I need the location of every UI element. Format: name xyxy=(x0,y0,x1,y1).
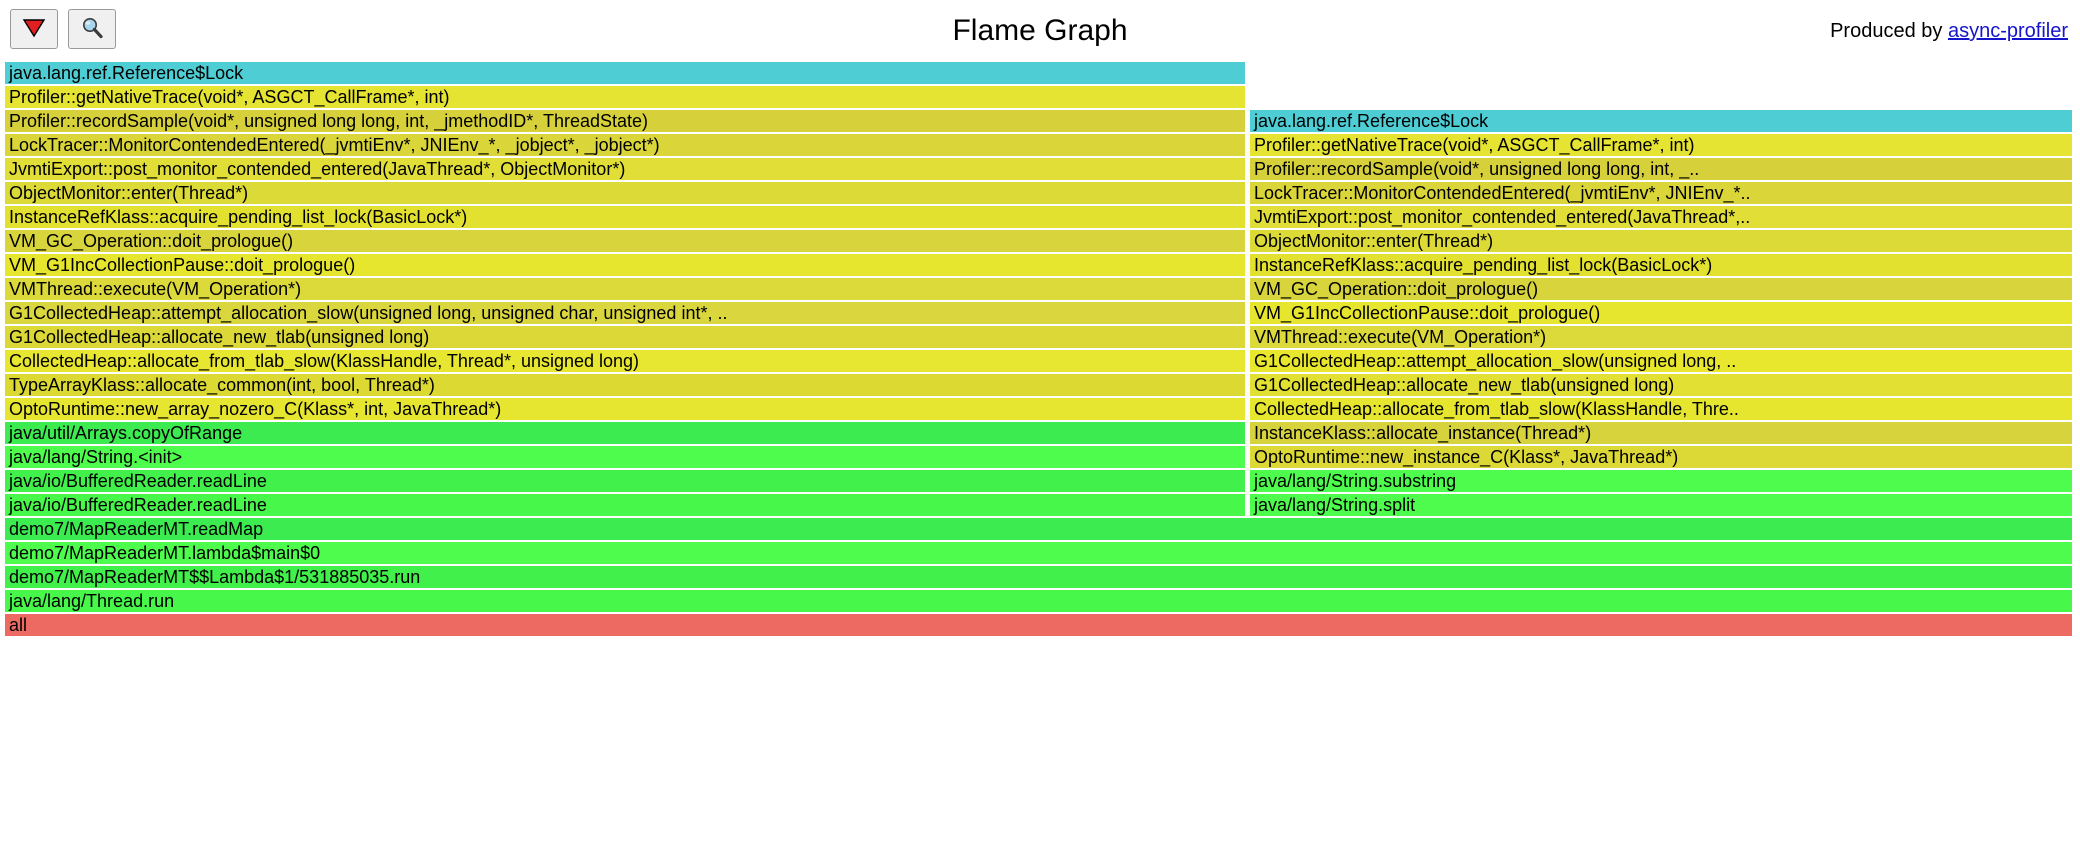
flame-frame[interactable]: LockTracer::MonitorContendedEntered(_jvm… xyxy=(5,134,1245,156)
flame-frame[interactable]: G1CollectedHeap::attempt_allocation_slow… xyxy=(5,302,1245,324)
flame-frame[interactable]: VM_GC_Operation::doit_prologue() xyxy=(1250,278,2072,300)
flame-frame[interactable]: java.lang.ref.Reference$Lock xyxy=(5,62,1245,84)
flame-frame[interactable]: java/lang/Thread.run xyxy=(5,590,2072,612)
flame-frame-label: G1CollectedHeap::allocate_new_tlab(unsig… xyxy=(1254,375,1675,395)
flame-frame[interactable]: G1CollectedHeap::allocate_new_tlab(unsig… xyxy=(1250,374,2072,396)
flame-frame-label: InstanceRefKlass::acquire_pending_list_l… xyxy=(1254,255,1713,275)
flame-frame-label: ObjectMonitor::enter(Thread*) xyxy=(9,183,249,203)
flame-frame-label: VM_G1IncCollectionPause::doit_prologue() xyxy=(1254,303,1601,323)
flame-frame[interactable]: G1CollectedHeap::attempt_allocation_slow… xyxy=(1250,350,2072,372)
flame-frame[interactable]: VM_G1IncCollectionPause::doit_prologue() xyxy=(5,254,1245,276)
flame-frame[interactable]: java/lang/String.substring xyxy=(1250,470,2072,492)
flame-frame[interactable]: java/io/BufferedReader.readLine xyxy=(5,494,1245,516)
flame-frame[interactable]: demo7/MapReaderMT$$Lambda$1/531885035.ru… xyxy=(5,566,2072,588)
flame-frame[interactable]: LockTracer::MonitorContendedEntered(_jvm… xyxy=(1250,182,2072,204)
flame-frame-label: VMThread::execute(VM_Operation*) xyxy=(9,279,302,299)
flame-frame[interactable]: ObjectMonitor::enter(Thread*) xyxy=(1250,230,2072,252)
flame-frame-label: java/lang/String.substring xyxy=(1254,471,1457,491)
flame-frame-label: demo7/MapReaderMT$$Lambda$1/531885035.ru… xyxy=(9,567,421,587)
flame-frame[interactable]: demo7/MapReaderMT.lambda$main$0 xyxy=(5,542,2072,564)
flame-frame[interactable]: all xyxy=(5,614,2072,636)
flame-frame-label: java/io/BufferedReader.readLine xyxy=(9,471,267,491)
flame-frame-label: java/util/Arrays.copyOfRange xyxy=(9,423,243,443)
flame-frame[interactable]: OptoRuntime::new_array_nozero_C(Klass*, … xyxy=(5,398,1245,420)
search-button[interactable] xyxy=(68,9,116,49)
flame-frame-label: java.lang.ref.Reference$Lock xyxy=(1254,111,1489,131)
flame-frame-label: Profiler::getNativeTrace(void*, ASGCT_Ca… xyxy=(9,87,450,107)
flame-frame[interactable]: Profiler::getNativeTrace(void*, ASGCT_Ca… xyxy=(1250,134,2072,156)
flame-frame[interactable]: JvmtiExport::post_monitor_contended_ente… xyxy=(5,158,1245,180)
flame-frame-label: VMThread::execute(VM_Operation*) xyxy=(1254,327,1547,347)
async-profiler-link[interactable]: async-profiler xyxy=(1947,20,2068,42)
flame-frame-label: ObjectMonitor::enter(Thread*) xyxy=(1254,231,1494,251)
flame-frame-label: VM_GC_Operation::doit_prologue() xyxy=(9,231,294,251)
flame-frame-label: Profiler::getNativeTrace(void*, ASGCT_Ca… xyxy=(1254,135,1695,155)
flame-frame-label: InstanceKlass::allocate_instance(Thread*… xyxy=(1254,423,1592,443)
flame-frame[interactable]: ObjectMonitor::enter(Thread*) xyxy=(5,182,1245,204)
flame-frame[interactable]: G1CollectedHeap::allocate_new_tlab(unsig… xyxy=(5,326,1245,348)
flame-frame[interactable]: VM_GC_Operation::doit_prologue() xyxy=(5,230,1245,252)
flame-frame-label: VM_GC_Operation::doit_prologue() xyxy=(1254,279,1539,299)
flame-frame-label: Profiler::recordSample(void*, unsigned l… xyxy=(1254,159,1700,179)
flame-frame-label: LockTracer::MonitorContendedEntered(_jvm… xyxy=(1254,183,1751,203)
flame-frame-label: java/lang/String.split xyxy=(1254,495,1416,515)
flame-frame-label: TypeArrayKlass::allocate_common(int, boo… xyxy=(9,375,435,395)
flame-frame-label: G1CollectedHeap::allocate_new_tlab(unsig… xyxy=(9,327,430,347)
flame-frame[interactable]: CollectedHeap::allocate_from_tlab_slow(K… xyxy=(5,350,1245,372)
flame-frame-label: G1CollectedHeap::attempt_allocation_slow… xyxy=(1254,351,1737,371)
flame-frame-label: java/io/BufferedReader.readLine xyxy=(9,495,267,515)
red-down-triangle-icon xyxy=(22,18,46,41)
magnifier-icon xyxy=(80,16,104,43)
flame-frame-label: java.lang.ref.Reference$Lock xyxy=(9,63,244,83)
flame-frame[interactable]: java/util/Arrays.copyOfRange xyxy=(5,422,1245,444)
flame-frame-label: OptoRuntime::new_instance_C(Klass*, Java… xyxy=(1254,447,1679,467)
flame-frame[interactable]: java/io/BufferedReader.readLine xyxy=(5,470,1245,492)
flame-frame[interactable]: InstanceRefKlass::acquire_pending_list_l… xyxy=(1250,254,2072,276)
flame-frame[interactable]: OptoRuntime::new_instance_C(Klass*, Java… xyxy=(1250,446,2072,468)
flame-frame-label: all xyxy=(9,615,28,635)
flame-frame-label: LockTracer::MonitorContendedEntered(_jvm… xyxy=(9,135,660,155)
flame-frame[interactable]: CollectedHeap::allocate_from_tlab_slow(K… xyxy=(1250,398,2072,420)
flame-frame[interactable]: Profiler::recordSample(void*, unsigned l… xyxy=(5,110,1245,132)
reset-zoom-button[interactable] xyxy=(10,9,58,49)
flame-frame-label: demo7/MapReaderMT.readMap xyxy=(9,519,264,539)
flame-frame[interactable]: demo7/MapReaderMT.readMap xyxy=(5,518,2072,540)
flame-frame-label: OptoRuntime::new_array_nozero_C(Klass*, … xyxy=(9,399,502,419)
flame-frame-label: Profiler::recordSample(void*, unsigned l… xyxy=(9,111,649,131)
flame-frame[interactable]: Profiler::recordSample(void*, unsigned l… xyxy=(1250,158,2072,180)
flame-frame[interactable]: java.lang.ref.Reference$Lock xyxy=(1250,110,2072,132)
flame-frame[interactable]: InstanceRefKlass::acquire_pending_list_l… xyxy=(5,206,1245,228)
flame-frame[interactable]: JvmtiExport::post_monitor_contended_ente… xyxy=(1250,206,2072,228)
flame-frame-label: G1CollectedHeap::attempt_allocation_slow… xyxy=(9,303,728,323)
flame-frame-label: CollectedHeap::allocate_from_tlab_slow(K… xyxy=(9,351,640,371)
flame-frame-label: demo7/MapReaderMT.lambda$main$0 xyxy=(9,543,321,563)
flame-frame[interactable]: InstanceKlass::allocate_instance(Thread*… xyxy=(1250,422,2072,444)
flame-frame-label: VM_G1IncCollectionPause::doit_prologue() xyxy=(9,255,356,275)
flame-frame-label: JvmtiExport::post_monitor_contended_ente… xyxy=(9,159,626,179)
flame-frame[interactable]: VM_G1IncCollectionPause::doit_prologue() xyxy=(1250,302,2072,324)
produced-by-credit: Produced by async-profiler xyxy=(1830,20,2068,43)
flame-frame-label: java/lang/Thread.run xyxy=(9,591,175,611)
flame-frame[interactable]: VMThread::execute(VM_Operation*) xyxy=(5,278,1245,300)
flame-frame-label: InstanceRefKlass::acquire_pending_list_l… xyxy=(9,207,468,227)
flame-frame-label: CollectedHeap::allocate_from_tlab_slow(K… xyxy=(1254,399,1739,419)
flame-frame[interactable]: java/lang/String.<init> xyxy=(5,446,1245,468)
toolbar xyxy=(10,9,116,49)
produced-by-label: Produced by xyxy=(1830,20,1948,42)
flame-frame[interactable]: java/lang/String.split xyxy=(1250,494,2072,516)
flame-frame[interactable]: Profiler::getNativeTrace(void*, ASGCT_Ca… xyxy=(5,86,1245,108)
flame-frame[interactable]: VMThread::execute(VM_Operation*) xyxy=(1250,326,2072,348)
flame-frame-label: JvmtiExport::post_monitor_contended_ente… xyxy=(1254,207,1751,227)
flame-frame[interactable]: TypeArrayKlass::allocate_common(int, boo… xyxy=(5,374,1245,396)
flame-frame-label: java/lang/String.<init> xyxy=(9,447,183,467)
